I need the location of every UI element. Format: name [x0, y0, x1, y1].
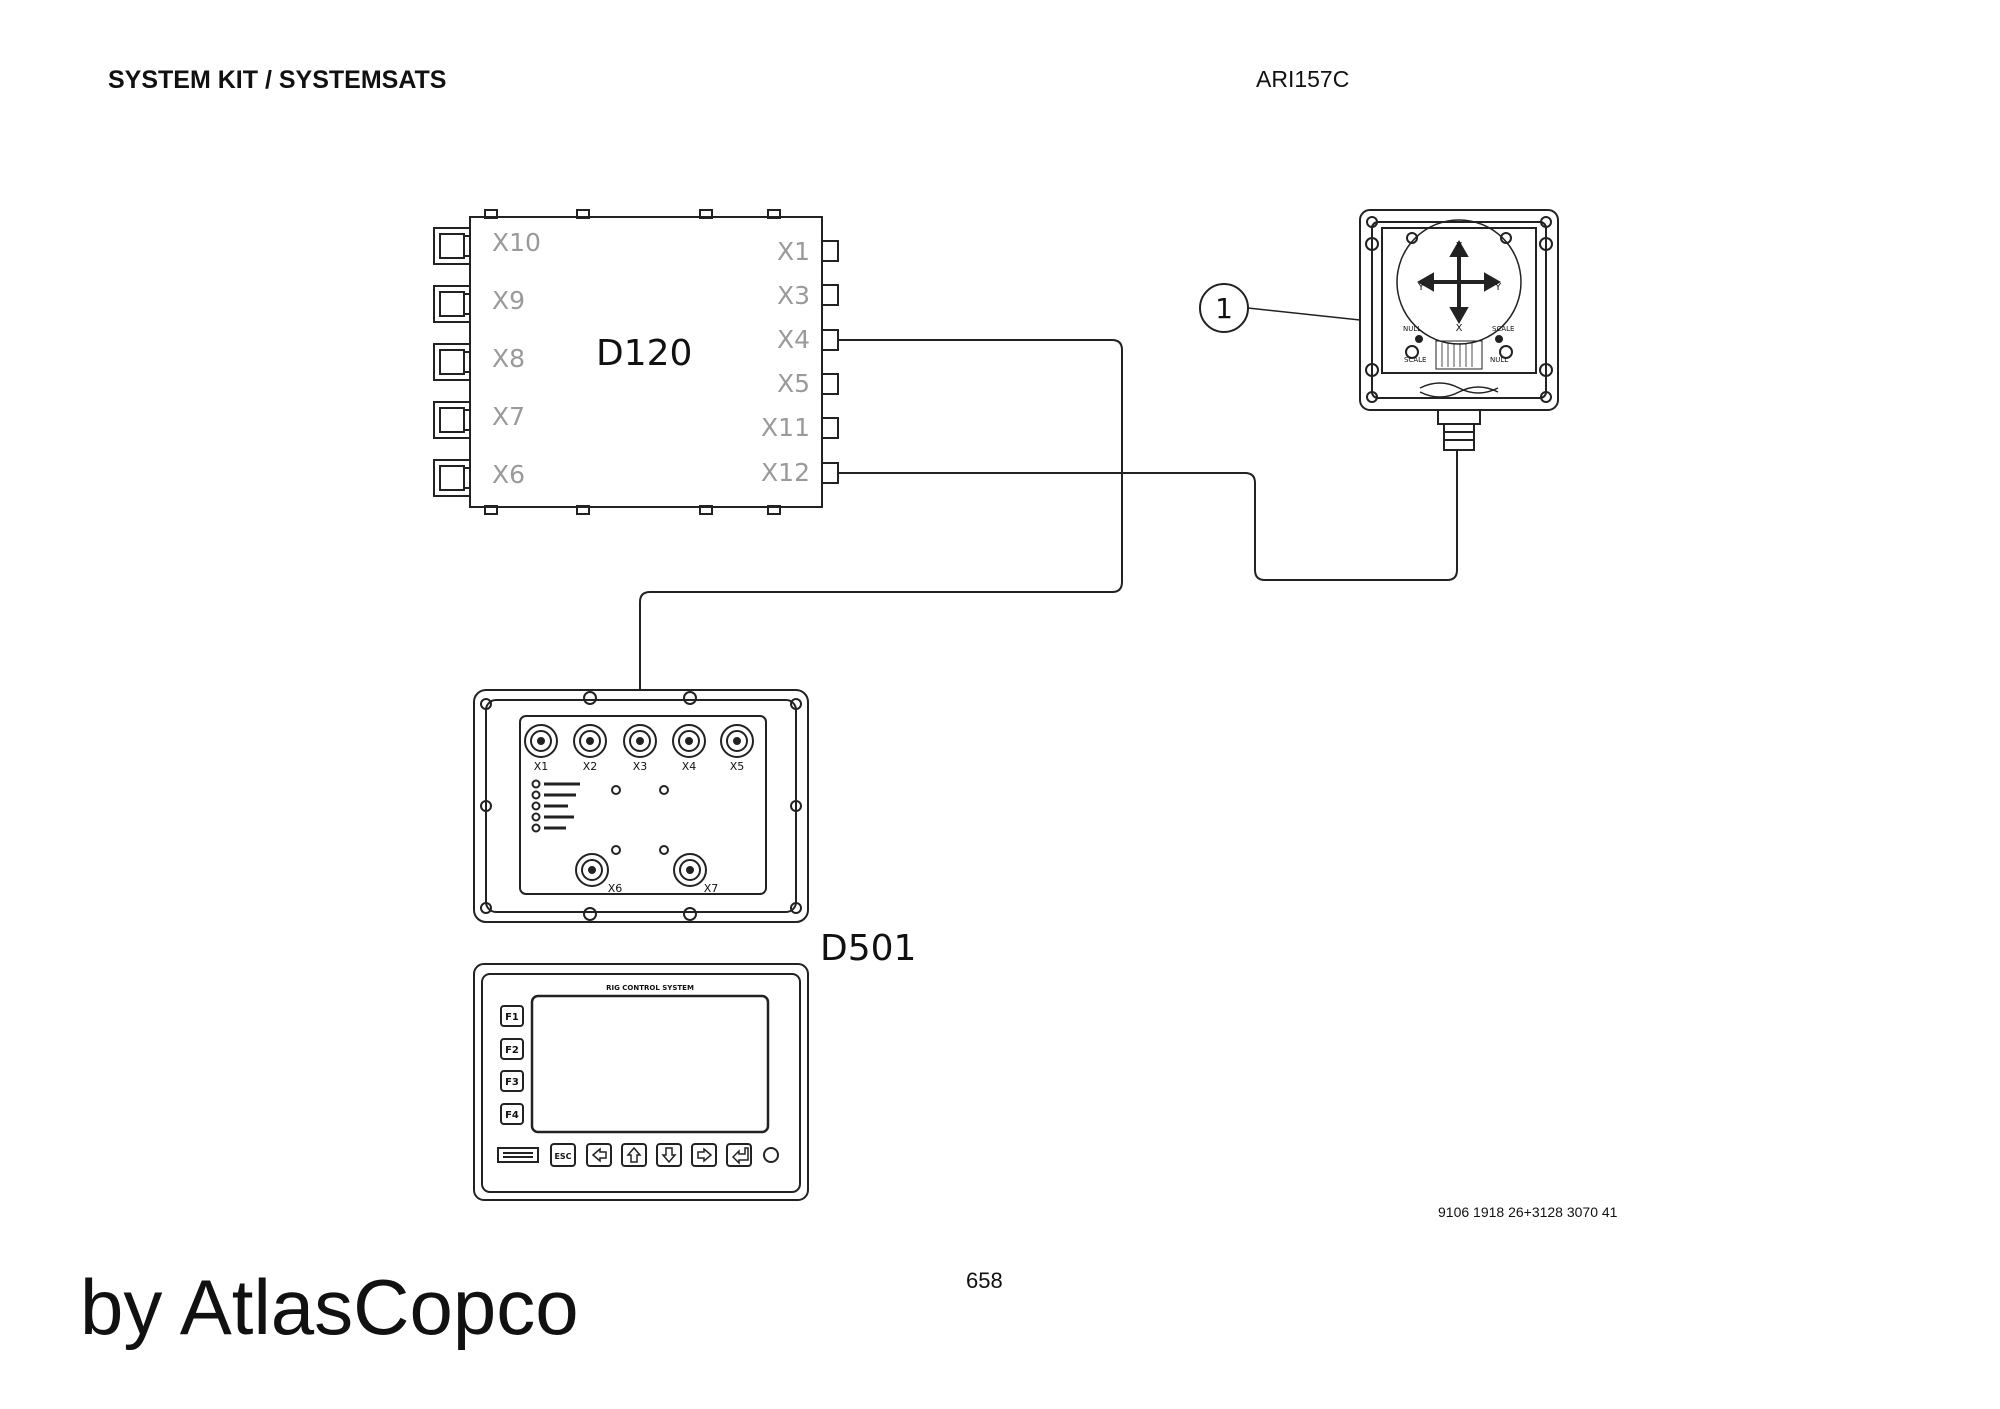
display-title: RIG CONTROL SYSTEM: [606, 984, 694, 992]
d501-rear-panel: [473, 689, 809, 923]
sensor-scale-label: SCALE: [1492, 325, 1514, 333]
d501-front-panel: [473, 963, 809, 1201]
d120-port-label: X6: [492, 460, 525, 489]
d501-label: D501: [820, 928, 916, 969]
right-arrow-icon: [697, 1147, 713, 1163]
cable-x4-to-d501-x3: [639, 339, 1123, 752]
sensor-axis-x-bottom: X: [1456, 323, 1463, 334]
d120-port-label: X11: [761, 413, 810, 442]
function-key-f4[interactable]: F4: [505, 1110, 519, 1121]
brand-text: by AtlasCopco: [80, 1263, 579, 1351]
d120-port-label: X8: [492, 344, 525, 373]
d120-module: [433, 209, 839, 515]
function-key-f3[interactable]: F3: [505, 1077, 519, 1088]
function-key-f2[interactable]: F2: [505, 1045, 519, 1056]
d120-port-label: X4: [777, 325, 810, 354]
d501-connector-label: X6: [608, 882, 623, 895]
sensor-axis-x-top: X: [1456, 241, 1463, 252]
sensor-null-label: NULL: [1490, 356, 1508, 364]
callout-number: 1: [1215, 292, 1233, 325]
enter-arrow-icon: [731, 1147, 749, 1165]
function-key-outlines: [500, 1005, 524, 1125]
d120-port-label: X12: [761, 458, 810, 487]
down-arrow-icon: [661, 1147, 677, 1164]
d501-bottom-connectors: [575, 853, 707, 887]
esc-key[interactable]: ESC: [554, 1152, 571, 1161]
d501-connector-label: X4: [682, 760, 697, 773]
sensor-axis-y-right: Y: [1494, 282, 1502, 293]
d120-port-label: X1: [777, 237, 810, 266]
d120-port-label: X7: [492, 402, 525, 431]
sensor-scale-label: SCALE: [1404, 356, 1426, 364]
d120-port-label: X5: [777, 369, 810, 398]
page-title: SYSTEM KIT / SYSTEMSATS: [108, 66, 447, 94]
part-number: 9106 1918 26+3128 3070 41: [1438, 1204, 1618, 1220]
document-id: ARI157C: [1256, 66, 1350, 92]
page-number: 658: [966, 1268, 1003, 1293]
d501-connector-label: X2: [583, 760, 598, 773]
d501-connector-label: X7: [704, 882, 719, 895]
function-key-f1[interactable]: F1: [505, 1012, 519, 1023]
d501-indicator-leds: [531, 779, 580, 833]
left-arrow-icon: [591, 1147, 607, 1163]
up-arrow-icon: [626, 1146, 642, 1163]
cable-x12-to-sensor: [838, 450, 1458, 581]
d120-right-connectors: [821, 240, 839, 484]
inclination-sensor: [1199, 209, 1559, 451]
sensor-axis-y-left: Y: [1417, 282, 1425, 293]
d501-connector-label: X3: [633, 760, 648, 773]
d120-port-label: X9: [492, 286, 525, 315]
d120-port-label: X10: [492, 228, 541, 257]
d120-left-connectors: [433, 227, 471, 497]
d120-label: D120: [596, 333, 692, 374]
d501-connector-label: X5: [730, 760, 745, 773]
d120-port-label: X3: [777, 281, 810, 310]
sensor-null-label: NULL: [1403, 325, 1421, 333]
d501-top-connectors: [524, 724, 754, 758]
d501-connector-label: X1: [534, 760, 549, 773]
